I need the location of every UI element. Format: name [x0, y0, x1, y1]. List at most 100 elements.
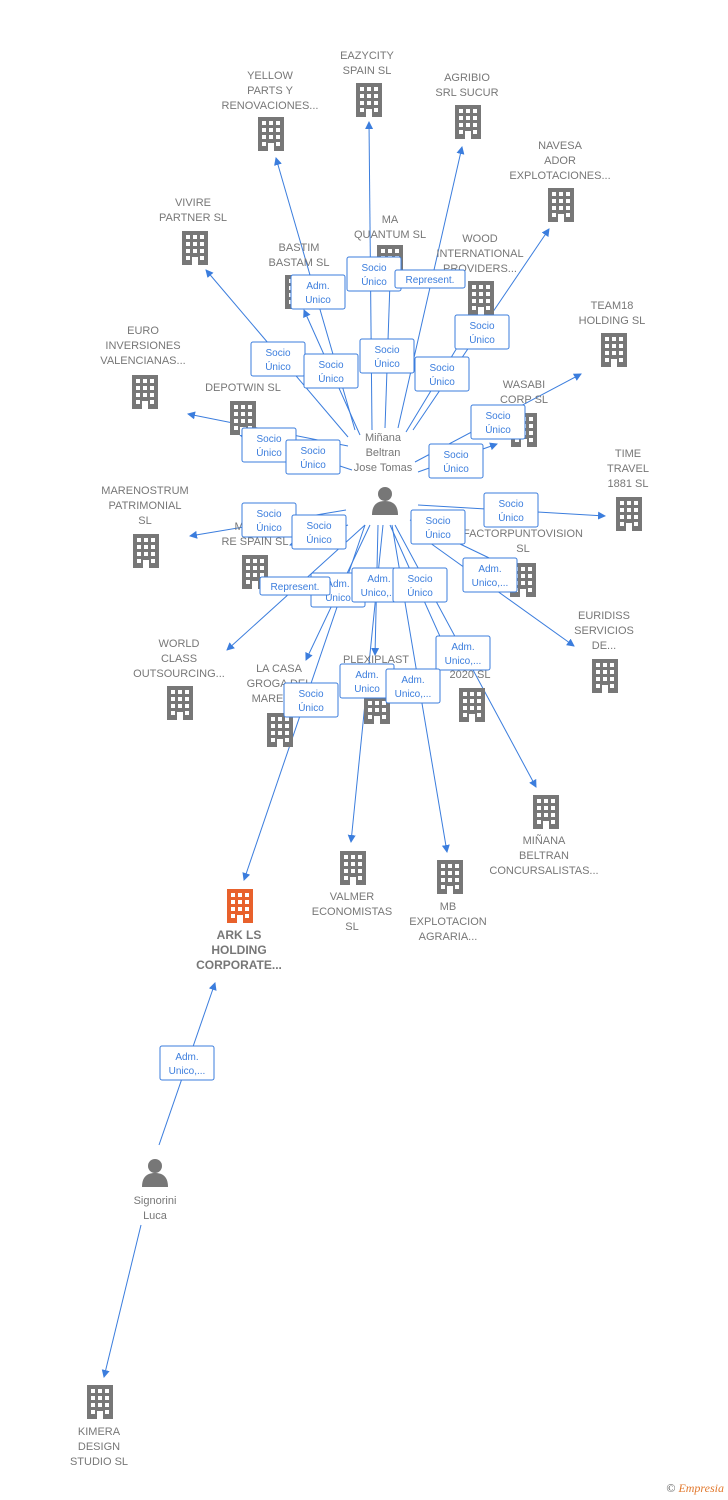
building-icon — [592, 659, 618, 693]
relation-badge[interactable]: Adm.Unico,... — [385, 668, 441, 704]
footer-brand[interactable]: © Empresia — [666, 1481, 724, 1496]
relation-badge[interactable]: Represent. — [394, 269, 466, 289]
badge-label: Adm.Unico — [305, 281, 331, 306]
relation-badge[interactable]: Adm.Unico,... — [435, 635, 491, 671]
badge-label: Adm.Unico,... — [169, 1052, 206, 1077]
building-icon — [459, 688, 485, 722]
building-icon — [167, 686, 193, 720]
relation-badge[interactable]: Adm.Unico,... — [462, 557, 518, 593]
building-icon — [616, 497, 642, 531]
badge-label: Adm.Unico,... — [395, 675, 432, 700]
copyright-icon: © — [666, 1481, 676, 1495]
badge-label: Adm.Unico,... — [361, 574, 398, 599]
relation-badge[interactable]: Represent. — [259, 576, 331, 596]
company-node-depotwin[interactable]: DEPOTWIN SL — [205, 382, 281, 435]
building-icon — [455, 105, 481, 139]
badge-label: Represent. — [271, 582, 320, 593]
building-icon — [133, 534, 159, 568]
badge-label: Adm.Unico — [325, 579, 351, 604]
company-node-plexiplast[interactable]: PLEXIPLAST — [343, 654, 409, 724]
relation-badge[interactable]: Adm.Unico — [290, 274, 346, 310]
building-icon — [132, 375, 158, 409]
relation-badge[interactable]: Adm.Unico,... — [159, 1045, 215, 1081]
company-node-x2020[interactable]: 2020 SL — [450, 669, 491, 722]
relation-edge — [101, 1224, 142, 1378]
building-icon — [548, 188, 574, 222]
building-icon — [267, 713, 293, 747]
building-icon — [601, 333, 627, 367]
node-label: DEPOTWIN SL — [205, 382, 281, 394]
person-icon — [142, 1159, 168, 1187]
person-icon — [372, 487, 398, 515]
brand-name: Empresia — [678, 1481, 724, 1495]
